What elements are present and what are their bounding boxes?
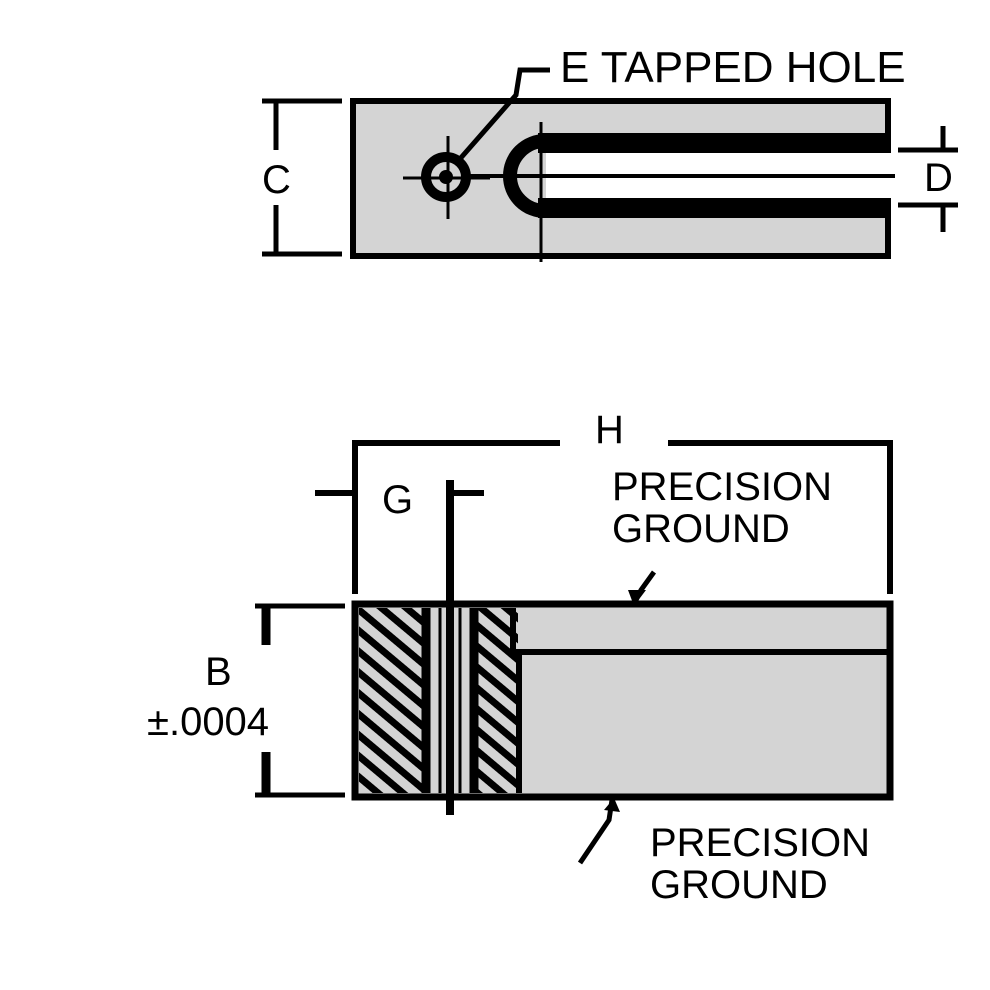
slot-lower-edge: [538, 198, 890, 218]
precision-ground-bottom: PRECISION GROUND: [650, 822, 870, 907]
tapped-hole-leader: [457, 67, 550, 162]
dimension-g-label: G: [382, 478, 414, 522]
precision-bottom-line1: PRECISION: [650, 821, 871, 865]
top-view: [262, 67, 958, 262]
dimension-h-label: H: [595, 408, 624, 452]
dimension-b-label: B: [205, 650, 232, 694]
precision-top-line1: PRECISION: [612, 465, 833, 509]
precision-bottom-line2: GROUND: [650, 863, 828, 908]
tapped-hole-label: E TAPPED HOLE: [560, 43, 906, 92]
precision-top-arrow: [628, 590, 646, 606]
slot-rounded-end: [503, 134, 546, 218]
side-view: [255, 440, 894, 865]
dimension-b: [255, 603, 345, 798]
precision-ground-top: PRECISION GROUND: [612, 466, 832, 551]
dimension-d-label: D: [924, 156, 953, 200]
slot-upper-edge: [538, 133, 890, 153]
dimension-c-label: C: [262, 158, 291, 202]
tolerance-label: ±.0004: [147, 700, 270, 744]
dimension-h: [352, 440, 893, 594]
step-profile: [510, 608, 890, 655]
dimension-d: [898, 126, 958, 232]
section-hatch-left: [359, 608, 426, 793]
precision-bottom-arrow: [604, 798, 620, 812]
tapped-hole: [403, 136, 490, 219]
dimension-c: [262, 98, 342, 257]
precision-top-line2: GROUND: [612, 507, 790, 552]
